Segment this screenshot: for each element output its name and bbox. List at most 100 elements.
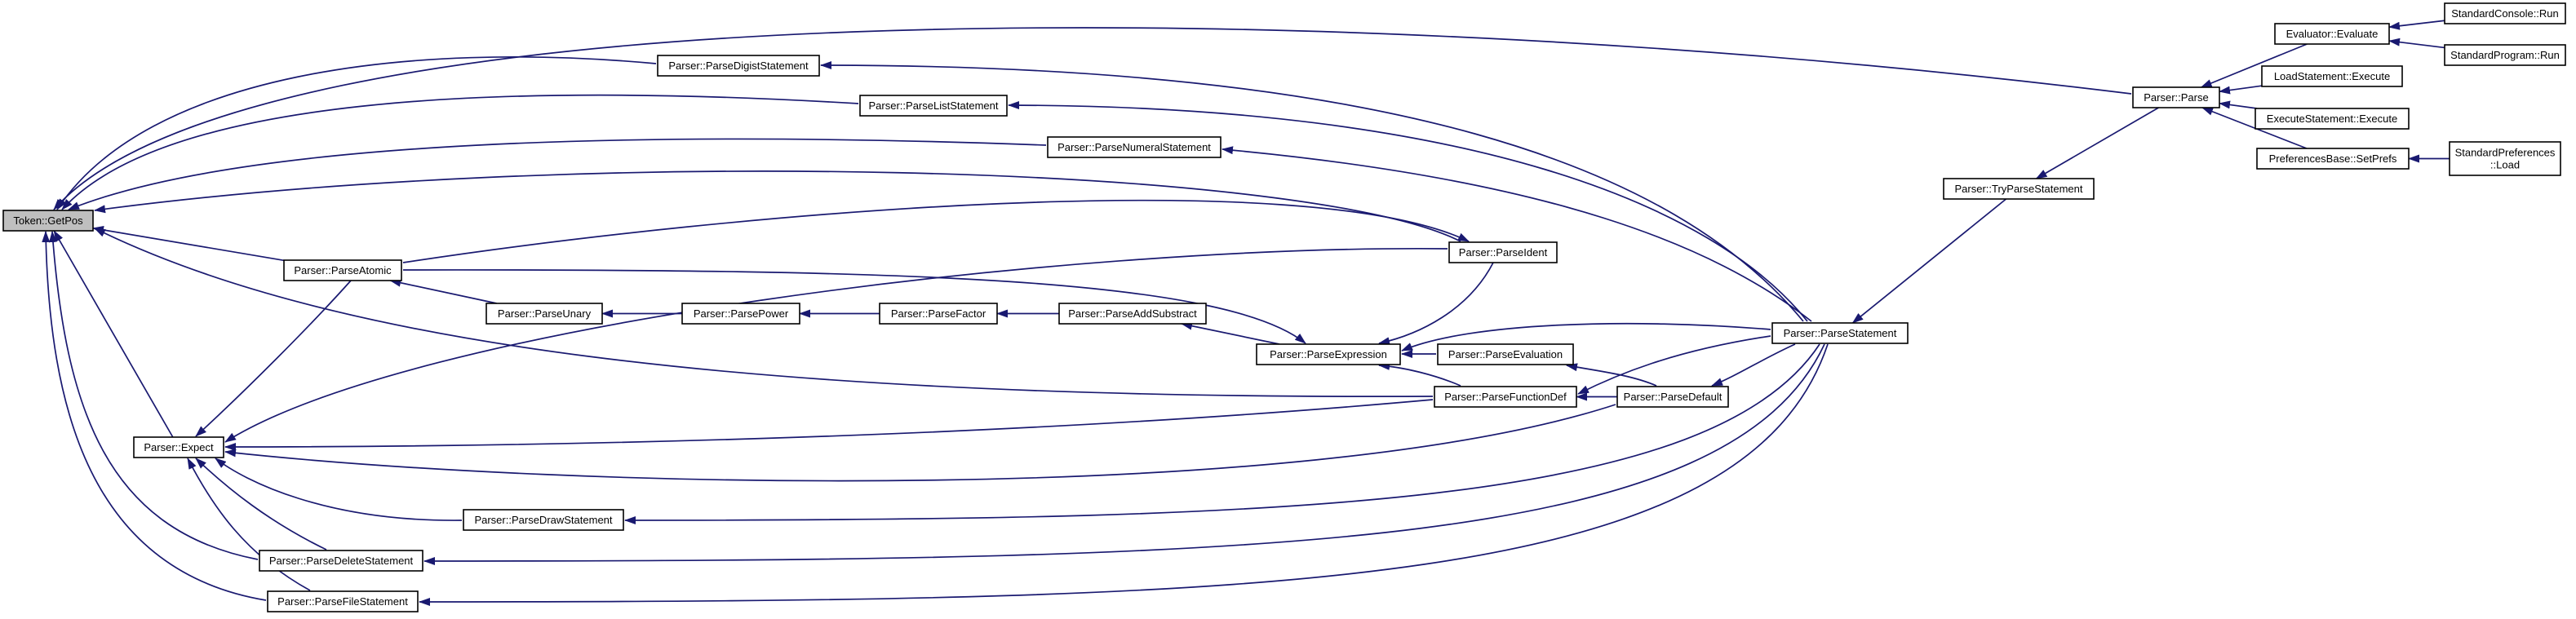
node-label: StandardPreferences xyxy=(2455,147,2556,159)
node-box xyxy=(463,509,624,531)
node-label: Parser::ParseNumeralStatement xyxy=(1057,141,1211,153)
edge-parseexpression-to-parseaddsubstract xyxy=(1181,321,1280,345)
node-expect[interactable]: Parser::Expect xyxy=(133,436,224,458)
node-label: Parser::ParseEvaluation xyxy=(1448,348,1563,360)
edge-standardprogram_run-to-evaluator_evaluate xyxy=(2388,38,2445,49)
node-label: ::Load xyxy=(2490,159,2520,171)
node-parsestatement[interactable]: Parser::ParseStatement xyxy=(1771,322,1909,344)
node-parsefunctiondef[interactable]: Parser::ParseFunctionDef xyxy=(1434,386,1577,408)
node-box xyxy=(2132,86,2220,108)
node-label: Parser::ParseDefault xyxy=(1624,391,1723,403)
edge-parsedrawstatement-to-expect xyxy=(215,458,463,521)
edge-parsedeletestatement-to-token_getpos xyxy=(48,231,259,560)
edge-parsedigiststatement-to-token_getpos xyxy=(56,56,657,210)
edge-parseunary-to-parseatomic xyxy=(389,278,497,304)
node-parsenumeralstatement[interactable]: Parser::ParseNumeralStatement xyxy=(1047,136,1221,158)
edge-parsestatement-to-parsedrawstatement xyxy=(624,343,1820,524)
node-label: PreferencesBase::SetPrefs xyxy=(2269,153,2397,165)
node-label: Parser::ParseFunctionDef xyxy=(1444,391,1567,403)
edge-tryparsestatement-to-parsestatement xyxy=(1851,198,2007,324)
node-box xyxy=(2,210,94,232)
node-label: Parser::ParseDigistStatement xyxy=(668,60,809,72)
node-parse[interactable]: Parser::Parse xyxy=(2132,86,2220,108)
edge-parsefunctiondef-to-token_getpos xyxy=(94,228,1434,398)
node-box xyxy=(1771,322,1909,344)
edge-expect-to-token_getpos xyxy=(53,230,174,438)
node-parsedrawstatement[interactable]: Parser::ParseDrawStatement xyxy=(463,509,624,531)
edge-parsedeletestatement-to-expect xyxy=(195,458,327,550)
node-label: Parser::ParseExpression xyxy=(1270,348,1387,360)
edge-parsenumeralstatement-to-token_getpos xyxy=(68,138,1047,210)
node-parseliststatement[interactable]: Parser::ParseListStatement xyxy=(859,95,1008,117)
node-parseevaluation[interactable]: Parser::ParseEvaluation xyxy=(1437,343,1574,365)
node-standardconsole_run[interactable]: StandardConsole::Run xyxy=(2444,2,2566,24)
node-standardpreferences_load[interactable]: StandardPreferences::Load xyxy=(2449,141,2561,176)
node-standardprogram_run[interactable]: StandardProgram::Run xyxy=(2444,44,2566,66)
node-label: Parser::ParseStatement xyxy=(1784,327,1897,339)
edge-parseident-to-expect xyxy=(224,247,1448,443)
node-box xyxy=(1448,241,1558,263)
node-box xyxy=(267,590,419,612)
node-parseatomic[interactable]: Parser::ParseAtomic xyxy=(283,259,402,281)
edge-parseident-to-parseexpression xyxy=(1378,262,1494,346)
node-box xyxy=(2261,65,2403,87)
edge-parseliststatement-to-token_getpos xyxy=(61,94,859,210)
edge-parsestatement-to-parseliststatement xyxy=(1008,101,1808,322)
edge-executestatement_execute-to-parse xyxy=(2219,100,2258,109)
node-label: Parser::Parse xyxy=(2144,91,2208,104)
node-evaluator_evaluate[interactable]: Evaluator::Evaluate xyxy=(2274,23,2390,45)
node-parseaddsubstract[interactable]: Parser::ParseAddSubstract xyxy=(1058,303,1207,325)
node-parseexpression[interactable]: Parser::ParseExpression xyxy=(1256,343,1401,365)
node-box xyxy=(859,95,1008,117)
node-parsedeletestatement[interactable]: Parser::ParseDeleteStatement xyxy=(259,550,423,572)
edge-parseident-to-token_getpos xyxy=(94,170,1461,242)
edge-parseatomic-to-parseexpression xyxy=(402,269,1306,344)
edge-parsefunctiondef-to-parseexpression xyxy=(1378,361,1461,387)
edge-parsestatement-to-parsefilestatement xyxy=(419,343,1829,606)
node-box xyxy=(2449,141,2561,176)
node-box xyxy=(283,259,402,281)
node-label: StandardProgram::Run xyxy=(2450,49,2560,61)
node-box xyxy=(1437,343,1574,365)
node-parseident[interactable]: Parser::ParseIdent xyxy=(1448,241,1558,263)
edge-parseatomic-to-parseident xyxy=(402,199,1470,263)
node-label: StandardConsole::Run xyxy=(2451,7,2559,20)
node-executestatement_execute[interactable]: ExecuteStatement::Execute xyxy=(2255,108,2410,130)
node-label: Parser::ParseUnary xyxy=(498,307,592,320)
node-token_getpos[interactable]: Token::GetPos xyxy=(2,210,94,232)
edge-parsestatement-to-parsefunctiondef xyxy=(1577,335,1771,395)
node-parsepower[interactable]: Parser::ParsePower xyxy=(681,303,800,325)
edge-parsefilestatement-to-expect xyxy=(187,458,311,591)
node-parsefilestatement[interactable]: Parser::ParseFileStatement xyxy=(267,590,419,612)
node-box xyxy=(2274,23,2390,45)
node-tryparsestatement[interactable]: Parser::TryParseStatement xyxy=(1943,178,2095,200)
node-label: Parser::ParseIdent xyxy=(1459,246,1548,259)
node-box xyxy=(879,303,998,325)
node-box xyxy=(1047,136,1221,158)
node-box xyxy=(2444,44,2566,66)
edge-parsedefault-to-parseevaluation xyxy=(1566,363,1657,387)
node-label: Parser::ParseDrawStatement xyxy=(474,514,612,526)
node-box xyxy=(133,436,224,458)
node-label: ExecuteStatement::Execute xyxy=(2267,113,2397,125)
edge-parsestatement-to-parsedefault xyxy=(1711,343,1796,387)
node-label: Parser::Expect xyxy=(144,441,214,453)
node-box xyxy=(2256,148,2410,170)
node-box xyxy=(485,303,603,325)
node-box xyxy=(657,55,820,77)
node-preferencesbase_setprefs[interactable]: PreferencesBase::SetPrefs xyxy=(2256,148,2410,170)
edge-parsefunctiondef-to-expect xyxy=(224,399,1434,451)
node-loadstatement_execute[interactable]: LoadStatement::Execute xyxy=(2261,65,2403,87)
node-box xyxy=(1616,386,1729,408)
edge-preferencesbase_setprefs-to-parse xyxy=(2201,107,2308,149)
node-parsedefault[interactable]: Parser::ParseDefault xyxy=(1616,386,1729,408)
node-parsefactor[interactable]: Parser::ParseFactor xyxy=(879,303,998,325)
node-box xyxy=(1058,303,1207,325)
edge-parsestatement-to-parsenumeralstatement xyxy=(1221,146,1812,322)
node-label: Parser::ParseFileStatement xyxy=(277,595,408,608)
edge-parse-to-tryparsestatement xyxy=(2035,107,2159,179)
edge-parse-to-token_getpos xyxy=(53,27,2132,210)
node-parsedigiststatement[interactable]: Parser::ParseDigistStatement xyxy=(657,55,820,77)
edge-evaluator_evaluate-to-parse xyxy=(2200,43,2308,88)
node-parseunary[interactable]: Parser::ParseUnary xyxy=(485,303,603,325)
